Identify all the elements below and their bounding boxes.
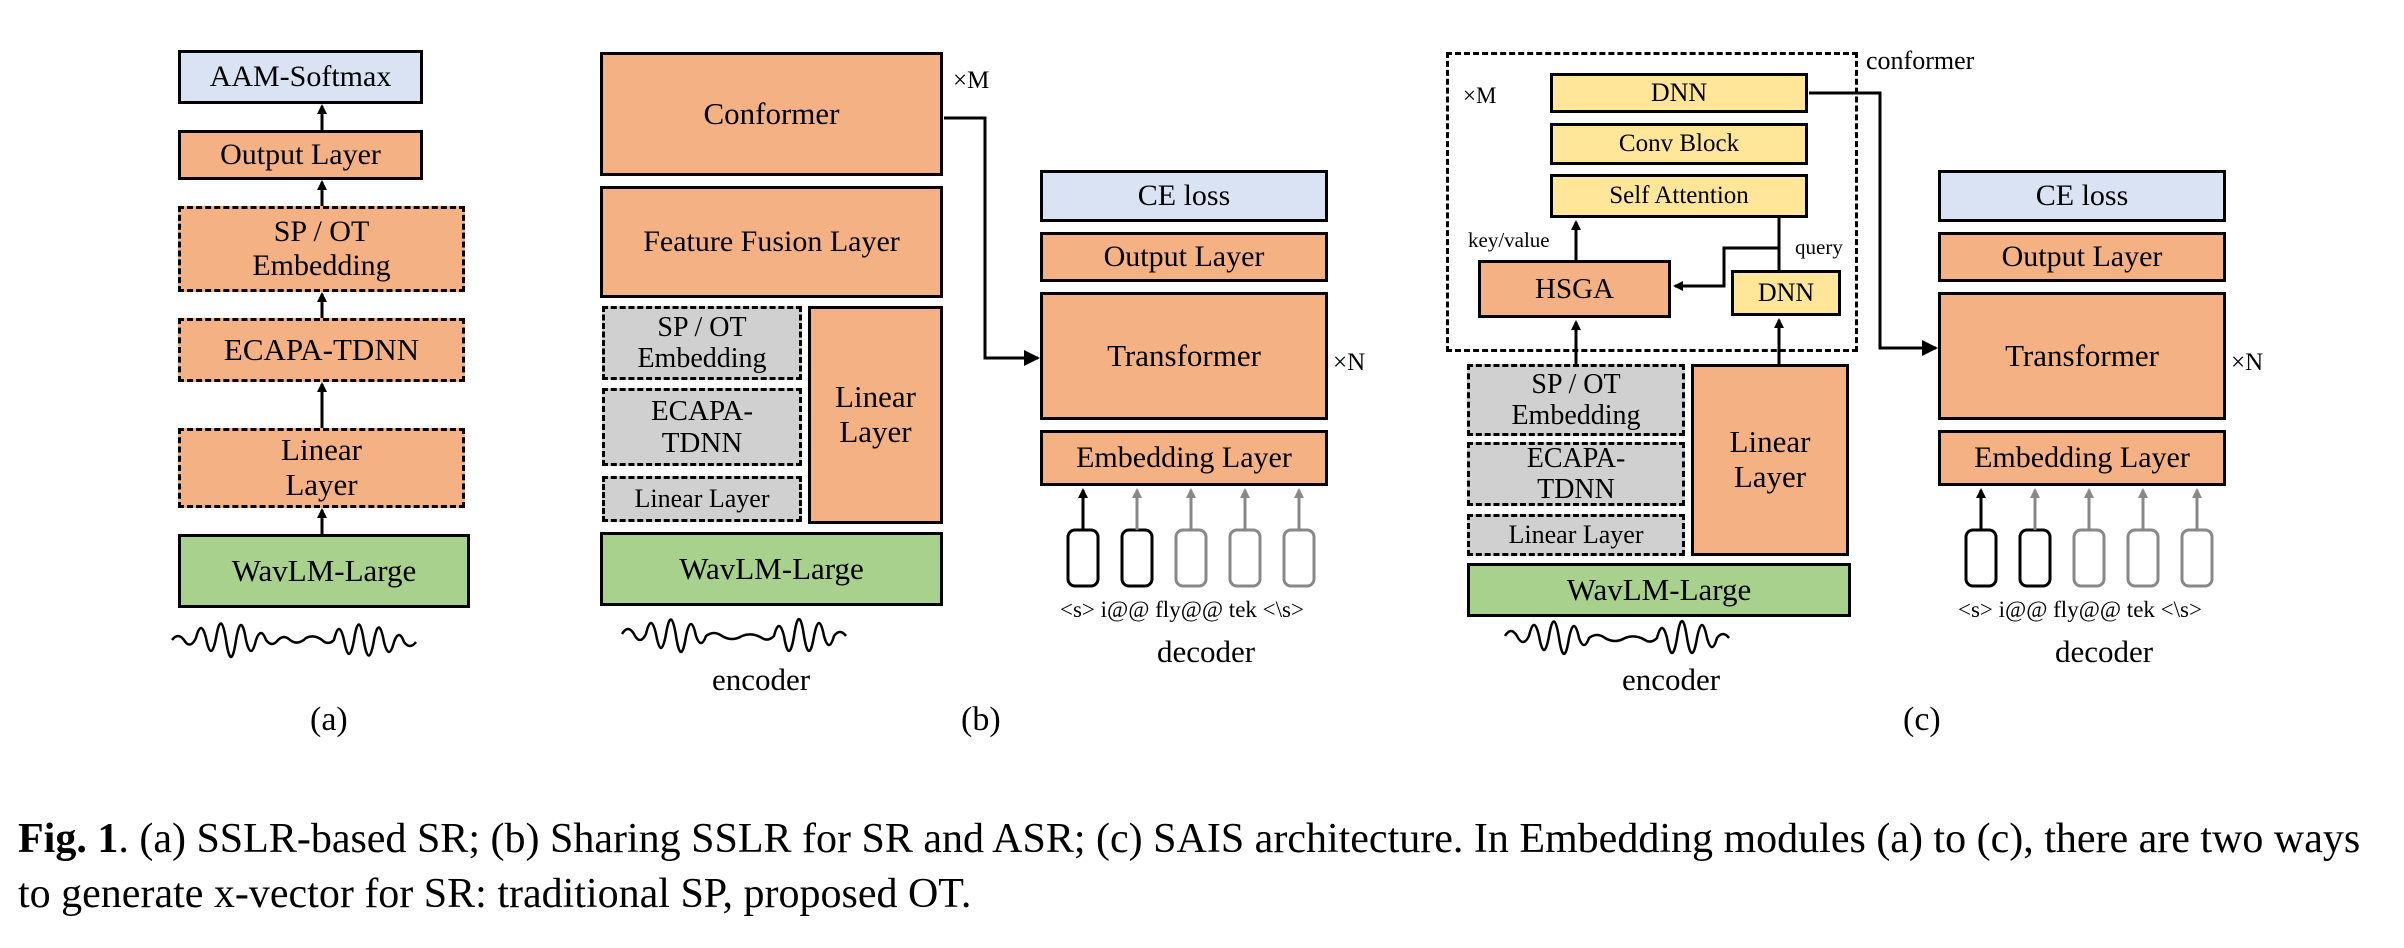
dnn-top-block: DNN [1550, 73, 1808, 113]
linear-layer-big-block: Linear Layer [808, 306, 943, 524]
waveform-c [1503, 619, 1730, 656]
transformer-block: Transformer [1938, 292, 2226, 420]
embedding-block: SP / OT Embedding [1467, 364, 1685, 436]
feature-fusion-block: Feature Fusion Layer [600, 186, 943, 298]
embedding-block: SP / OT Embedding [178, 206, 465, 292]
output-layer-block: Output Layer [1040, 232, 1328, 282]
token-box [2126, 528, 2160, 588]
tokens-label: <s> i@@ fly@@ tek <\s> [1958, 597, 2202, 622]
self-attention-block: Self Attention [1550, 174, 1808, 218]
token-box [1964, 528, 1998, 588]
linear-layer-small-block: Linear Layer [602, 476, 802, 522]
wavlm-block: WavLM-Large [600, 532, 943, 606]
output-layer-block: Output Layer [178, 130, 423, 180]
output-layer-block: Output Layer [1938, 232, 2226, 282]
ecapa-tdnn-block: ECAPA- TDNN [602, 388, 802, 466]
transformer-block: Transformer [1040, 292, 1328, 420]
linear-layer-block: Linear Layer [178, 428, 465, 508]
query-label: query [1795, 235, 1843, 259]
tokens-label: <s> i@@ fly@@ tek <\s> [1060, 597, 1304, 622]
times-m-label: ×M [1463, 83, 1497, 108]
panel-c-arrows [1571, 91, 1938, 364]
wavlm-block: WavLM-Large [178, 534, 470, 608]
waveform-a [171, 622, 417, 659]
token-box [2018, 528, 2052, 588]
token-box [2180, 528, 2214, 588]
embedding-layer-block: Embedding Layer [1938, 430, 2226, 486]
conformer-block: Conformer [600, 52, 943, 176]
embedding-layer-block: Embedding Layer [1040, 430, 1328, 486]
linear-layer-small-block: Linear Layer [1467, 514, 1685, 556]
embedding-block: SP / OT Embedding [602, 306, 802, 380]
conformer-to-transformer-arrow [1809, 91, 1938, 356]
conformer-dashed-region [1446, 52, 1858, 352]
encoder-label: encoder [1622, 662, 1721, 697]
decoder-label: decoder [1157, 634, 1256, 669]
key-value-label: key/value [1468, 228, 1550, 252]
token-box [1174, 528, 1208, 588]
times-n-label: ×N [1333, 349, 1366, 376]
caption-text: . (a) SSLR-based SR; (b) Sharing SSLR fo… [18, 816, 2361, 918]
hsga-block: HSGA [1478, 260, 1671, 318]
conformer-label: conformer [1866, 46, 1975, 75]
token-box [1066, 528, 1100, 588]
decoder-label: decoder [2055, 634, 2154, 669]
encoder-label: encoder [712, 662, 811, 697]
panel-label: (c) [1903, 701, 1941, 738]
conv-block: Conv Block [1550, 123, 1808, 165]
figure-caption: Fig. 1. (a) SSLR-based SR; (b) Sharing S… [18, 812, 2388, 923]
dnn-small-block: DNN [1731, 270, 1841, 316]
panel-label: (b) [961, 701, 1001, 738]
wavlm-block: WavLM-Large [1467, 563, 1851, 617]
panel-label: (a) [310, 701, 348, 738]
times-n-label: ×N [2231, 349, 2264, 376]
token-box [1120, 528, 1154, 588]
ce-loss-block: CE loss [1040, 170, 1328, 222]
query-to-hsga-arrow [1673, 246, 1781, 291]
times-m-label: ×M [953, 67, 990, 94]
token-box [2072, 528, 2106, 588]
panel-b-token-inputs [1066, 488, 1316, 588]
waveform-b [620, 617, 847, 654]
caption-fig-label: Fig. 1 [18, 816, 119, 862]
ecapa-tdnn-block: ECAPA- TDNN [1467, 442, 1685, 506]
panel-b-arrows [944, 116, 1040, 366]
panel-c-token-inputs [1964, 488, 2214, 588]
token-box [1228, 528, 1262, 588]
token-box [1282, 528, 1316, 588]
ce-loss-block: CE loss [1938, 170, 2226, 222]
aam-softmax-block: AAM-Softmax [178, 50, 423, 104]
ecapa-tdnn-block: ECAPA-TDNN [178, 318, 465, 382]
conformer-to-transformer-arrow [944, 116, 1040, 366]
linear-layer-big-block: Linear Layer [1691, 364, 1849, 556]
